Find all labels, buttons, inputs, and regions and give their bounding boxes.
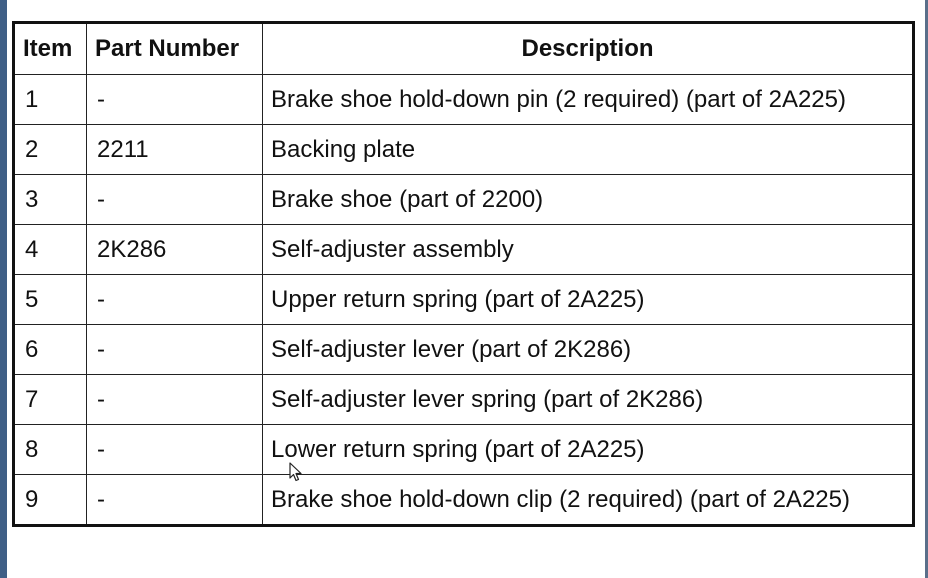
header-item: Item xyxy=(13,22,87,75)
window-right-edge xyxy=(925,0,928,578)
cell-part-number: 2211 xyxy=(86,124,263,175)
cell-item: 9 xyxy=(13,474,87,526)
cell-part-number: - xyxy=(86,274,263,325)
cell-description: Brake shoe (part of 2200) xyxy=(262,174,914,225)
cell-item: 4 xyxy=(13,224,87,275)
cell-part-number: - xyxy=(86,424,263,475)
cell-item: 2 xyxy=(13,124,87,175)
cell-item: 6 xyxy=(13,324,87,375)
table-row: 3 - Brake shoe (part of 2200) xyxy=(13,174,914,225)
cell-description: Brake shoe hold-down pin (2 required) (p… xyxy=(262,74,914,125)
cell-item: 1 xyxy=(13,74,87,125)
cell-item: 7 xyxy=(13,374,87,425)
cell-description: Self-adjuster lever spring (part of 2K28… xyxy=(262,374,914,425)
cell-part-number: - xyxy=(86,74,263,125)
window-left-edge xyxy=(0,0,7,578)
cell-item: 8 xyxy=(13,424,87,475)
cell-item: 5 xyxy=(13,274,87,325)
table-row: 9 - Brake shoe hold-down clip (2 require… xyxy=(13,474,914,526)
cell-description: Lower return spring (part of 2A225) xyxy=(262,424,914,475)
cell-part-number: - xyxy=(86,174,263,225)
header-row: Item Part Number Description xyxy=(13,22,914,75)
mouse-pointer-icon xyxy=(289,462,302,482)
cell-item: 3 xyxy=(13,174,87,225)
table-row: 7 - Self-adjuster lever spring (part of … xyxy=(13,374,914,425)
table-row: 6 - Self-adjuster lever (part of 2K286) xyxy=(13,324,914,375)
cell-part-number: - xyxy=(86,474,263,526)
table-row: 4 2K286 Self-adjuster assembly xyxy=(13,224,914,275)
parts-table: Item Part Number Description 1 - Brake s… xyxy=(12,21,915,527)
cell-part-number: - xyxy=(86,324,263,375)
header-description: Description xyxy=(262,22,914,75)
cell-description: Upper return spring (part of 2A225) xyxy=(262,274,914,325)
cell-description: Backing plate xyxy=(262,124,914,175)
table-row: 1 - Brake shoe hold-down pin (2 required… xyxy=(13,74,914,125)
table-row: 5 - Upper return spring (part of 2A225) xyxy=(13,274,914,325)
table-header: Item Part Number Description xyxy=(13,22,914,75)
table-row: 2 2211 Backing plate xyxy=(13,124,914,175)
cell-description: Self-adjuster assembly xyxy=(262,224,914,275)
cell-description: Self-adjuster lever (part of 2K286) xyxy=(262,324,914,375)
header-part-number: Part Number xyxy=(86,22,263,75)
cell-part-number: 2K286 xyxy=(86,224,263,275)
table-body: 1 - Brake shoe hold-down pin (2 required… xyxy=(13,74,914,526)
table-row: 8 - Lower return spring (part of 2A225) xyxy=(13,424,914,475)
cell-part-number: - xyxy=(86,374,263,425)
cell-description: Brake shoe hold-down clip (2 required) (… xyxy=(262,474,914,526)
